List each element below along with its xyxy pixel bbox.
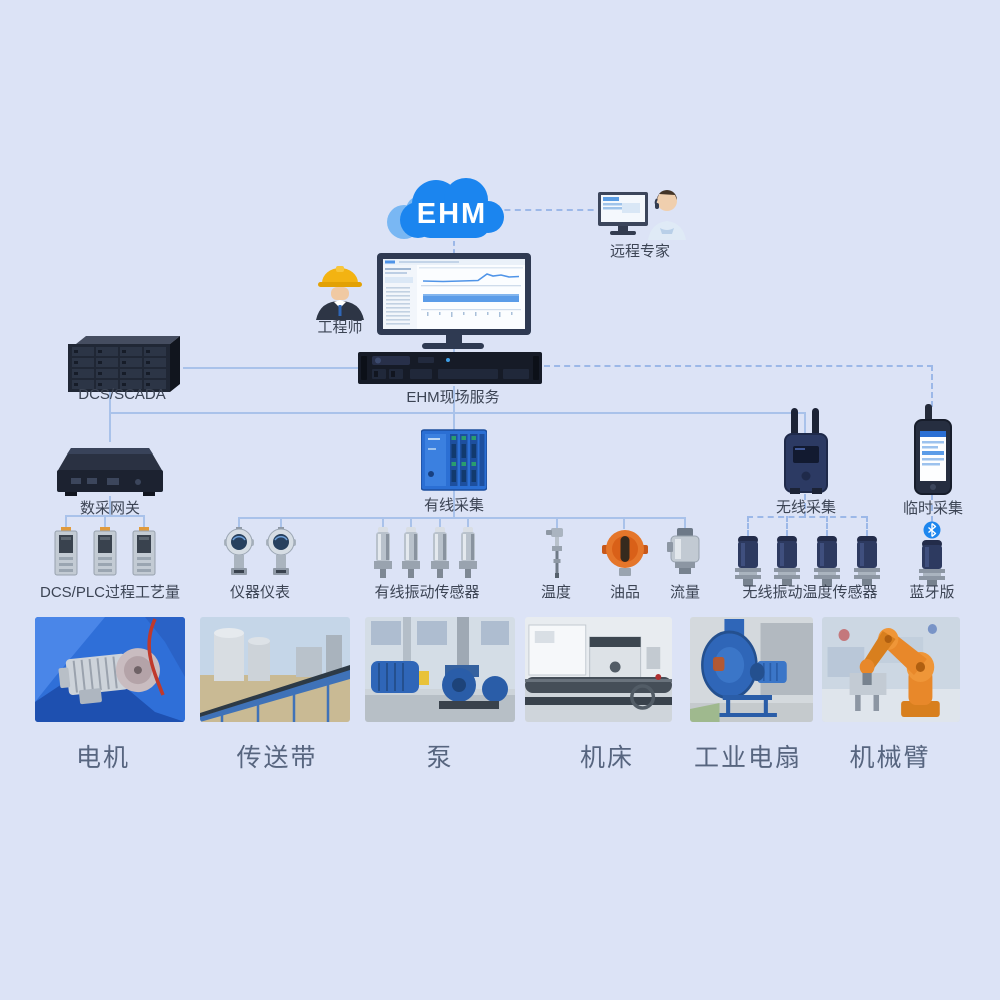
- connector-monitor-server: [453, 345, 455, 354]
- field-server-icon: [358, 352, 542, 384]
- connector-sensor-drop: [684, 517, 686, 529]
- equipment-label-industrial-fan: 工业电扇: [693, 744, 803, 772]
- connector-sensor-drop: [623, 517, 625, 529]
- monitor-stand: [446, 335, 462, 344]
- instruments-label: 仪器仪表: [229, 584, 291, 601]
- gateway-icon: [57, 448, 163, 496]
- wireless-sensor-icon: [735, 536, 761, 586]
- connector-sensor-drop: [382, 517, 384, 529]
- flow-label: 流量: [669, 584, 701, 601]
- connector-bluetooth-drop: [931, 494, 933, 522]
- connector-sensor-drop: [238, 517, 240, 529]
- photo-pump: [365, 617, 515, 722]
- vibration-sensor-icon: [374, 527, 392, 578]
- connector-plc-drop: [143, 515, 145, 529]
- equipment-label-motor: 电机: [75, 744, 131, 772]
- connector-sensor-drop: [556, 517, 558, 529]
- wireless-sensor-icon: [854, 536, 880, 586]
- connector-wireless-bus: [747, 516, 867, 518]
- monitor-stand-base: [422, 343, 484, 349]
- wireless-collector-label: 无线采集: [775, 499, 837, 516]
- equipment-label-pump: 泵: [426, 744, 454, 772]
- plc-module-icon: [132, 527, 156, 576]
- connector-wired-bus: [238, 517, 685, 519]
- connector-cloud-monitor: [453, 241, 455, 254]
- wired-collector-label: 有线采集: [423, 497, 485, 514]
- connector-wireless-drop: [747, 516, 749, 536]
- vibration-sensor-icon: [402, 527, 420, 578]
- photo-machine-tool: [525, 617, 672, 722]
- engineer-icon: [316, 266, 364, 320]
- connector-wireless-drop: [826, 516, 828, 536]
- remote-expert-icon: [598, 190, 686, 240]
- photo-conveyor: [200, 617, 350, 722]
- cloud-label: EHM: [416, 198, 488, 230]
- wireless-sensor-icon: [814, 536, 840, 586]
- connector-wireless-branch: [804, 494, 806, 518]
- vibration-sensor-icon: [459, 527, 477, 578]
- connector-wireless-drop: [786, 516, 788, 536]
- plc-module-icon: [93, 527, 117, 576]
- gateway-label: 数采网关: [79, 500, 141, 517]
- bluetooth-icon: [923, 521, 941, 539]
- connector-server-bus: [453, 386, 455, 413]
- dcs-scada-label: DCS/SCADA: [78, 386, 166, 403]
- oil-sensor-icon: [602, 530, 648, 576]
- photo-industrial-fan: [690, 617, 813, 722]
- connector-portable-drop: [931, 365, 933, 407]
- wireless-sensor-icon: [774, 536, 800, 586]
- photo-robot-arm: [822, 617, 960, 722]
- plc-module-icon: [54, 527, 78, 576]
- connector-plc-drop: [65, 515, 67, 529]
- wireless-collector-icon: [784, 408, 828, 494]
- remote-expert-label: 远程专家: [609, 243, 671, 260]
- instrument-icon: [224, 527, 254, 575]
- connector-bus-gateway: [109, 392, 111, 442]
- dcs-scada-server-icon: [68, 336, 180, 392]
- connector-cloud-expert: [494, 209, 604, 211]
- connector-wireless-drop: [866, 516, 868, 536]
- connector-plc-drop: [104, 515, 106, 529]
- portable-collector-label: 临时采集: [902, 500, 964, 517]
- bluetooth-label: 蓝牙版: [909, 584, 955, 601]
- monitor-icon: [377, 253, 531, 335]
- cloud-icon: [387, 178, 504, 239]
- connector-sensor-drop: [410, 517, 412, 529]
- connector-gateway-branch: [109, 496, 111, 516]
- connector-server-portable: [544, 365, 933, 367]
- equipment-label-robot-arm: 机械臂: [849, 744, 931, 772]
- oil-label: 油品: [609, 584, 641, 601]
- portable-collector-icon: [914, 404, 952, 495]
- instrument-icon: [266, 527, 296, 575]
- bluetooth-sensor-icon: [919, 540, 945, 586]
- connector-bus-wired: [453, 412, 455, 430]
- wireless-vibration-label: 无线振动温度传感器: [742, 584, 878, 601]
- connector-main-bus: [109, 412, 806, 414]
- temperature-sensor-icon: [546, 528, 563, 578]
- equipment-label-conveyor: 传送带: [236, 744, 318, 772]
- connector-sensor-drop: [439, 517, 441, 529]
- connector-bus-wireless: [804, 412, 806, 436]
- engineer-label: 工程师: [317, 319, 363, 336]
- connector-sensor-drop: [280, 517, 282, 529]
- flow-sensor-icon: [667, 528, 700, 574]
- wired-vibration-label: 有线振动传感器: [374, 584, 480, 601]
- temperature-label: 温度: [540, 584, 572, 601]
- connector-sensor-drop: [467, 517, 469, 529]
- connector-dcs-server: [183, 367, 359, 369]
- connector-wired-branch: [453, 490, 455, 518]
- monitor-screen: [383, 259, 525, 329]
- wired-collector-icon: [421, 429, 487, 491]
- field-server-label: EHM现场服务: [406, 389, 500, 406]
- vibration-sensor-icon: [431, 527, 449, 578]
- photo-motor: [35, 617, 185, 722]
- plc-label: DCS/PLC过程工艺量: [39, 584, 181, 601]
- equipment-label-machine-tool: 机床: [579, 744, 635, 772]
